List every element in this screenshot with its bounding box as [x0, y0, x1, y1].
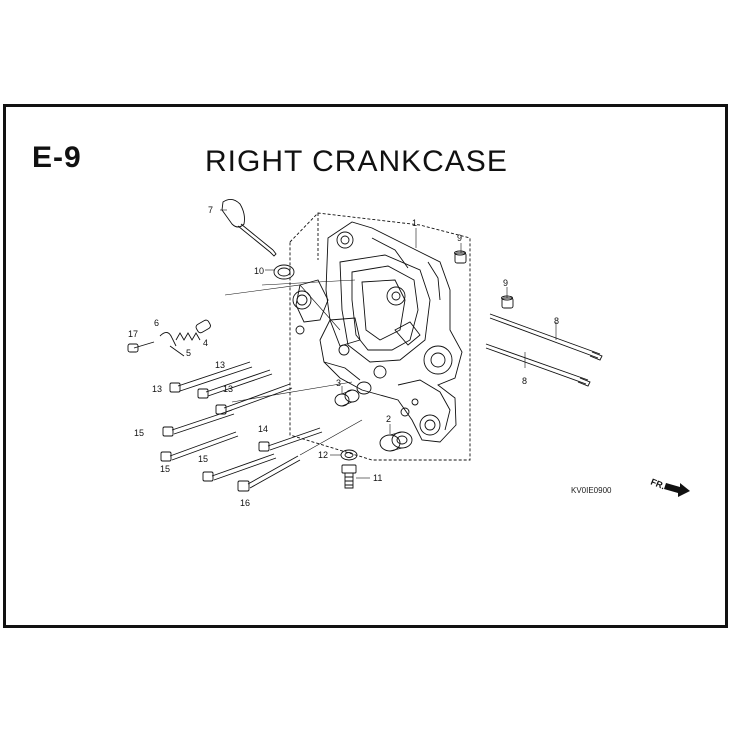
callout-9a: 9: [457, 233, 462, 243]
callout-4: 4: [203, 338, 208, 348]
callout-15a: 15: [134, 428, 144, 438]
assembly-outline: [289, 212, 471, 461]
callout-13c: 13: [223, 384, 233, 394]
callout-15b: 15: [160, 464, 170, 474]
bolt-13c: [215, 383, 293, 415]
callout-3: 3: [336, 378, 341, 388]
page-title: RIGHT CRANKCASE: [205, 145, 508, 178]
section-code: E-9: [32, 141, 82, 174]
callout-14: 14: [258, 424, 268, 434]
callout-12: 12: [318, 450, 328, 460]
stud-bolt: [485, 343, 591, 387]
callout-13b: 13: [152, 384, 162, 394]
dipstick-o-ring: [273, 264, 295, 280]
bolt-15a: [162, 409, 235, 437]
callout-16: 16: [240, 498, 250, 508]
callouts: 1 2 3 4 5 6 7 8 8 9 9 10 11 12 13 13 13 …: [128, 205, 559, 508]
callout-7: 7: [208, 205, 213, 215]
collar: [379, 431, 413, 452]
diagram-frame: [3, 104, 728, 628]
bolt-15c: [202, 453, 277, 482]
callout-6: 6: [154, 318, 159, 328]
spring-assembly: [127, 319, 211, 357]
callout-13a: 13: [215, 360, 225, 370]
bolt-14: [258, 427, 323, 452]
callout-17: 17: [128, 329, 138, 339]
bolt-13b: [197, 369, 273, 399]
front-direction-label: FR.: [649, 477, 666, 492]
bolt-13a: [169, 361, 253, 393]
dowel-pin: [454, 250, 467, 264]
part-code: KV0IE0900: [571, 486, 612, 495]
callout-10: 10: [254, 266, 264, 276]
leader-lines: [220, 209, 557, 479]
callout-8b: 8: [522, 376, 527, 386]
callout-2: 2: [386, 414, 391, 424]
crankcase-body: [292, 221, 463, 443]
callout-1: 1: [412, 218, 417, 228]
bolt-15b: [160, 431, 239, 462]
callout-8a: 8: [554, 316, 559, 326]
callout-15c: 15: [198, 454, 208, 464]
callout-5: 5: [186, 348, 191, 358]
bolt-16: [237, 455, 301, 492]
callout-9b: 9: [503, 278, 508, 288]
callout-11: 11: [373, 473, 382, 483]
bushing: [334, 389, 360, 407]
drain-bolt: [341, 464, 357, 489]
stud-bolt: [489, 313, 603, 361]
oil-dipstick: [221, 199, 277, 257]
front-direction-arrow: [664, 483, 690, 497]
